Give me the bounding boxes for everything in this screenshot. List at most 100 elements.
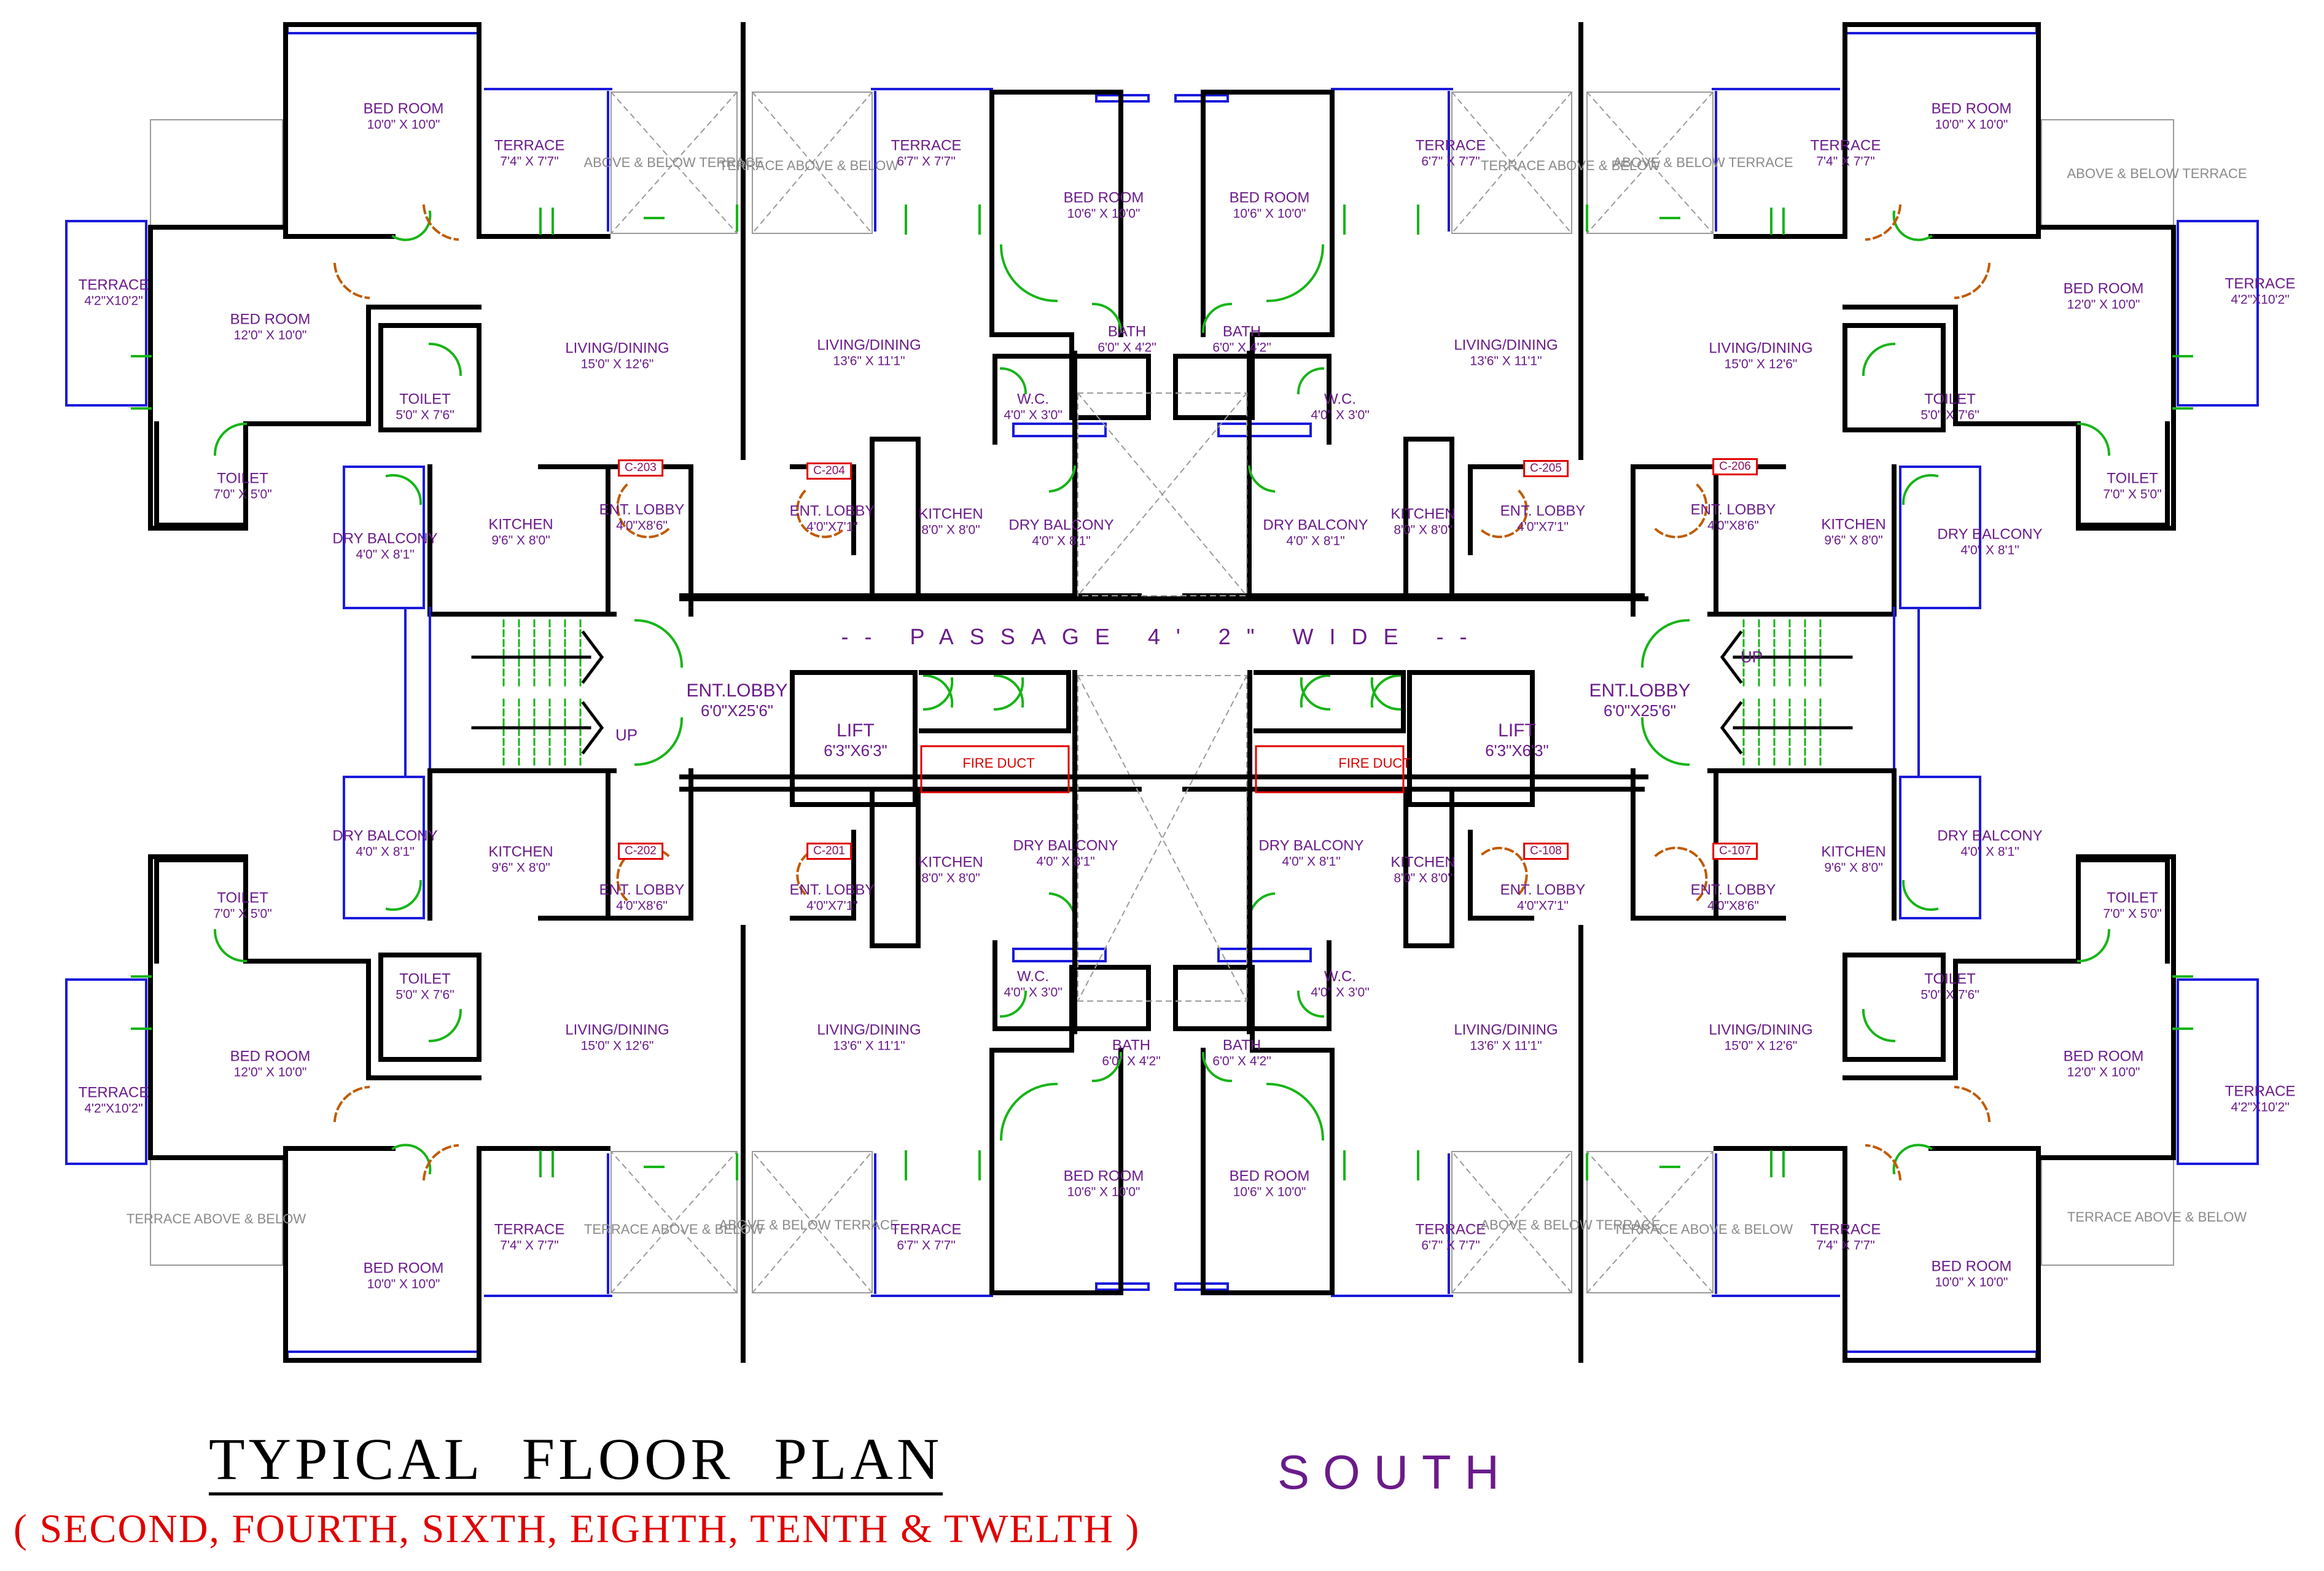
stair-up-label: UP [1740, 647, 1763, 666]
stair-up-label: UP [615, 725, 638, 744]
room-label: W.C.4'0" X 3'0" [1004, 968, 1063, 1000]
unit-tag: C-107 [1712, 843, 1758, 860]
room-label: ABOVE & BELOW TERRACE [719, 1217, 899, 1233]
plan-subtitle: ( SECOND, FOURTH, SIXTH, EIGHTH, TENTH &… [14, 1507, 1141, 1551]
unit-tag: C-206 [1712, 458, 1758, 475]
unit-tag: C-202 [618, 843, 663, 860]
room-label: TERRACE ABOVE & BELOW [719, 158, 899, 174]
unit-tag: C-108 [1523, 843, 1569, 860]
room-label: TERRACE ABOVE & BELOW [126, 1211, 306, 1227]
plan-title: TYPICAL FLOOR PLAN [209, 1426, 943, 1495]
room-label: TERRACE ABOVE & BELOW [583, 1222, 764, 1238]
room-label: W.C.4'0" X 3'0" [1004, 391, 1063, 423]
room-label: W.C.4'0" X 3'0" [1311, 391, 1370, 423]
orientation-label: SOUTH [1277, 1445, 1513, 1499]
unit-tag: C-204 [806, 462, 852, 480]
passage-label: -- PASSAGE 4' 2" WIDE -- [841, 623, 1483, 649]
room-label: W.C.4'0" X 3'0" [1311, 968, 1370, 1000]
room-label: ABOVE & BELOW TERRACE [2067, 166, 2247, 182]
fire-duct-label: FIRE DUCT [962, 755, 1035, 771]
unit-tag: C-201 [806, 843, 852, 860]
room-label: TERRACE ABOVE & BELOW [2067, 1209, 2247, 1225]
room-label: TERRACE ABOVE & BELOW [1613, 1222, 1793, 1238]
unit-tag: C-203 [618, 459, 663, 477]
fire-duct-label: FIRE DUCT [1338, 755, 1411, 771]
room-label: ABOVE & BELOW TERRACE [1480, 1217, 1661, 1233]
room-label: ABOVE & BELOW TERRACE [1613, 155, 1793, 171]
room-label: TERRACE ABOVE & BELOW [1480, 158, 1661, 174]
